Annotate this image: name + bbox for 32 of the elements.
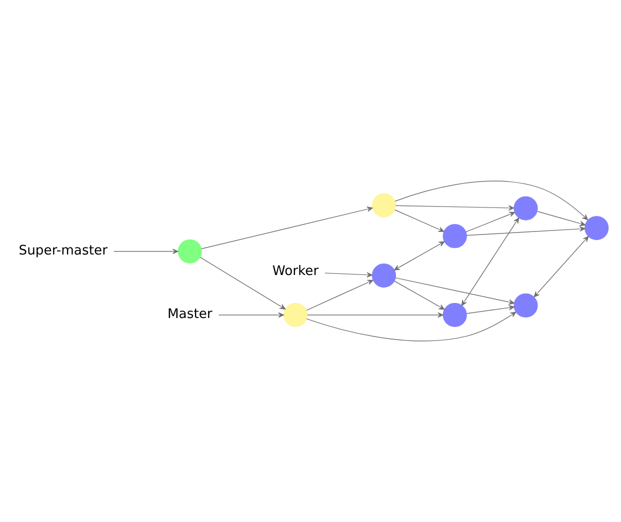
arrow [394, 241, 445, 270]
node-circle [283, 302, 308, 328]
arrow [306, 312, 444, 318]
arrow [461, 218, 520, 306]
node-circle [514, 293, 538, 318]
arrow [324, 272, 372, 278]
node-circle [178, 239, 202, 264]
arrow [113, 248, 178, 254]
arrow [395, 277, 515, 305]
node-text: Master [167, 307, 212, 322]
arrow [465, 212, 516, 232]
node-circle [372, 263, 396, 288]
arrow [201, 206, 373, 250]
arrow [394, 280, 445, 310]
node-circle [442, 302, 467, 328]
arrow [536, 211, 586, 226]
node-text: Worker [272, 264, 319, 280]
node-text: Super-master [18, 244, 108, 259]
arrow [534, 236, 589, 298]
arrow [394, 180, 588, 220]
arrow [200, 256, 286, 310]
arrow [306, 280, 374, 311]
arrow [306, 312, 516, 342]
node-circle [584, 216, 609, 240]
arrow [466, 305, 514, 314]
arrow [394, 210, 444, 232]
arrow [395, 205, 514, 211]
arrow [466, 226, 586, 236]
node-circle [442, 224, 467, 248]
node-circle [372, 193, 396, 218]
arrow [218, 312, 284, 318]
node-circle [514, 196, 538, 220]
